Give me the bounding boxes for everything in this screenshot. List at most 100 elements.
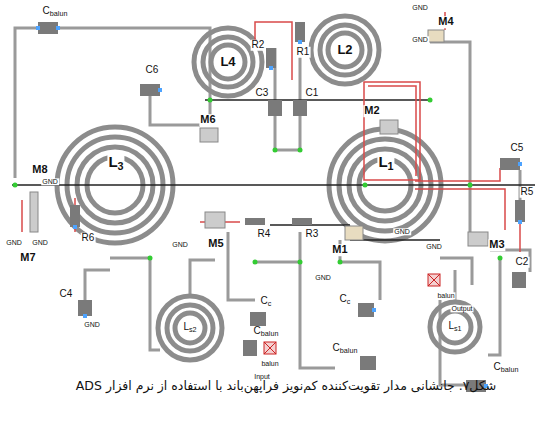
- resistor-symbol: [515, 200, 525, 222]
- inductor-spiral: [175, 313, 205, 343]
- resistor-symbol: [70, 205, 80, 227]
- pad: [158, 88, 162, 92]
- transistor-symbol: [468, 232, 488, 246]
- inductor-spiral: [194, 28, 262, 96]
- via-dot: [298, 260, 303, 265]
- inductor-spiral: [320, 25, 370, 75]
- component-label: L2: [336, 43, 353, 57]
- component-label: GND: [425, 243, 443, 250]
- red-line: [255, 22, 292, 80]
- component-label: M5: [207, 238, 224, 250]
- component-label: R6: [81, 233, 96, 244]
- component-label: GND: [411, 4, 429, 11]
- transistor-symbol: [205, 212, 225, 228]
- component-label: M4: [437, 16, 454, 28]
- inductor-spiral: [311, 16, 379, 84]
- wire: [440, 300, 470, 385]
- component-label: C6: [145, 65, 160, 76]
- pad: [36, 26, 40, 30]
- red-line-group: [22, 12, 520, 252]
- wire-group: [15, 28, 530, 385]
- red-line: [368, 86, 416, 176]
- component-label: GND: [393, 228, 411, 235]
- via-dot: [298, 148, 303, 153]
- red-line: [415, 168, 500, 181]
- component-label: GND: [171, 241, 189, 248]
- component-label: M1: [331, 244, 348, 256]
- component-label: GND: [5, 239, 23, 246]
- red-line: [364, 82, 420, 180]
- inductor-spiral: [167, 305, 213, 351]
- balun-group: [264, 274, 440, 354]
- wire: [60, 28, 210, 118]
- inductor-spiral: [158, 296, 222, 360]
- via-dot: [498, 256, 503, 261]
- via-dot: [13, 183, 18, 188]
- label-subscript: s1: [454, 324, 462, 333]
- resistor-symbol: [266, 48, 276, 68]
- red-line: [415, 189, 505, 230]
- component-label: balun: [436, 292, 455, 299]
- capacitor-symbol: [512, 272, 526, 288]
- wire: [190, 260, 215, 296]
- resistor-symbol: [295, 22, 305, 42]
- component-label: GND: [83, 321, 101, 328]
- component-label: Cc: [339, 294, 352, 305]
- label-subscript: balun: [261, 329, 279, 338]
- label-main: C: [261, 295, 268, 306]
- component-label: L3: [107, 154, 124, 172]
- capacitor-symbol: [358, 303, 374, 317]
- label-subscript: balun: [50, 9, 68, 18]
- component-label: M8: [31, 164, 48, 176]
- component-label: C1: [305, 88, 320, 99]
- inductor-spiral: [203, 37, 253, 87]
- label-subscript: 1: [388, 160, 394, 172]
- pad: [73, 225, 77, 229]
- component-label: C5: [510, 143, 525, 154]
- inductor-group: [57, 16, 480, 360]
- inductor-spiral: [211, 45, 245, 79]
- metal-line-group: [12, 100, 535, 240]
- pad-group: [36, 26, 522, 388]
- wire: [490, 250, 530, 272]
- via-dot: [273, 148, 278, 153]
- component-label: L1: [377, 154, 394, 172]
- balun-symbol: [264, 342, 276, 354]
- inductor-spiral: [439, 311, 471, 343]
- wire: [300, 232, 335, 368]
- label-main: L: [448, 320, 454, 331]
- component-label: Cbalun: [332, 343, 359, 354]
- component-label: R2: [251, 40, 266, 51]
- label-main: C: [43, 5, 50, 16]
- inductor-spiral: [430, 302, 480, 352]
- capacitor-symbol: [38, 22, 58, 34]
- component-label: Ls2: [182, 322, 197, 333]
- balun-symbol: [428, 274, 440, 286]
- capacitor-symbol: [293, 100, 307, 116]
- metal-line: [12, 184, 535, 186]
- via-dot: [338, 260, 343, 265]
- pad: [56, 26, 60, 30]
- capacitor-symbol: [360, 356, 376, 370]
- via-dot: [468, 183, 473, 188]
- label-main: C: [340, 293, 347, 304]
- component-label: Ls1: [447, 321, 462, 332]
- component-label: Cbalun: [253, 326, 280, 337]
- pad: [372, 308, 376, 312]
- component-label: C3: [255, 88, 270, 99]
- label-subscript: 3: [118, 160, 124, 172]
- inductor-spiral: [328, 33, 362, 67]
- component-label: M7: [19, 252, 36, 264]
- capacitor-symbol: [140, 84, 160, 96]
- pad: [518, 162, 522, 166]
- resistor-symbol: [245, 218, 265, 225]
- label-subscript: c: [347, 297, 351, 306]
- capacitor-symbol: [243, 340, 257, 356]
- component-label: C4: [59, 289, 74, 300]
- balun-symbol: [428, 274, 440, 286]
- wire: [150, 92, 200, 125]
- component-label: balun: [260, 360, 279, 367]
- pad: [518, 220, 522, 224]
